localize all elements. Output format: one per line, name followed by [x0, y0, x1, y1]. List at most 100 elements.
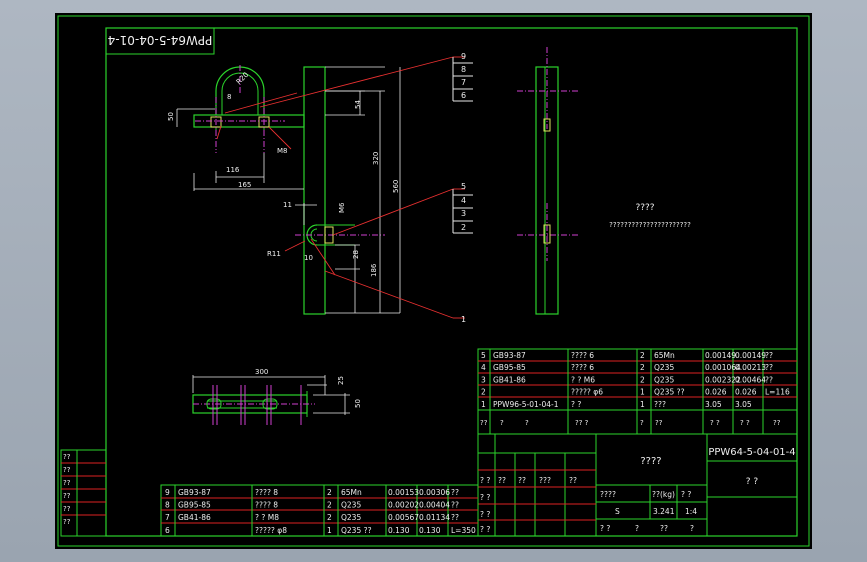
parts-cell-qty: 1 [327, 526, 332, 535]
footer-cell: ? ? [600, 524, 610, 533]
footer-cell: ? [690, 524, 694, 533]
balloon-4: 4 [461, 196, 466, 205]
parts-cell-total_wt: 0.00306 [419, 488, 450, 497]
header-cell: ? [525, 419, 529, 427]
parts-cell-qty: 2 [640, 351, 645, 360]
sign-col: ?? [498, 476, 506, 485]
parts-cell-unit_wt: 0.130 [388, 526, 410, 535]
sign-row: ? ? [480, 493, 490, 502]
parts-cell-total_wt: 0.01134 [419, 513, 450, 522]
notes-title: ???? [635, 203, 654, 213]
parts-cell-note: ?? [451, 488, 459, 497]
parts-cell-total_wt: 0.00464 [735, 375, 766, 384]
parts-cell-total_wt: 0.00149 [735, 351, 766, 360]
left-strip-cell: ?? [63, 505, 71, 513]
parts-cell-code: GB41-86 [178, 513, 211, 522]
parts-cell-material: Q235 ?? [341, 526, 372, 535]
title-block-fields: ???? ??(kg) ? ? S 3.241 1:4 ? ? ? ?? ? ?… [480, 476, 697, 534]
dim-r11: R11 [267, 250, 281, 258]
parts-cell-code: GB93-87 [178, 488, 211, 497]
notes-text: ?????????????????????? [609, 221, 691, 229]
parts-cell-no: 5 [481, 351, 486, 360]
parts-cell-total_wt: 0.00213 [735, 363, 766, 372]
parts-cell-unit_wt: 0.001064 [705, 363, 741, 372]
weight-label: ??(kg) [652, 490, 675, 499]
dim-54: 54 [354, 100, 362, 109]
drawing-number: PPW64-5-04-01-4 [708, 447, 795, 458]
left-strip-cell: ?? [63, 479, 71, 487]
footer-cell: ? [635, 524, 639, 533]
sign-col: ?? [518, 476, 526, 485]
leader-lines [216, 56, 465, 319]
outer-frame [57, 15, 810, 547]
parts-cell-material: Q235 [654, 375, 674, 384]
mirrored-number: PPW64-5-04-01-4 [108, 33, 213, 47]
balloon-numbers: 9 8 7 6 5 4 3 2 1 [461, 52, 466, 324]
dim-25: 25 [337, 376, 345, 385]
sign-col: ??? [539, 476, 551, 485]
drawing-canvas[interactable]: PPW64-5-04-01-4 ?? ?? ?? ?? ?? ?? [55, 13, 812, 549]
sign-row: ? ? [480, 510, 490, 519]
side-view [517, 47, 580, 315]
header-cell: ?? ? [575, 419, 589, 427]
balloon-9: 9 [461, 52, 466, 61]
parts-cell-no: 9 [165, 488, 170, 497]
parts-cell-qty: 2 [327, 501, 332, 510]
parts-cell-no: 3 [481, 375, 486, 384]
balloon-1: 1 [461, 315, 466, 324]
dim-m8: M8 [277, 147, 288, 155]
parts-cell-qty: 2 [640, 375, 645, 384]
mirrored-number-box [105, 27, 215, 55]
parts-cell-qty: 2 [327, 488, 332, 497]
dim-186: 186 [370, 263, 378, 277]
parts-cell-name: ???? 6 [571, 351, 594, 360]
parts-table-lower-grid [160, 484, 479, 537]
scale-value: 1:4 [685, 507, 697, 516]
parts-cell-material: Q235 ?? [654, 388, 685, 397]
parts-cell-unit_wt: 0.002322 [705, 375, 741, 384]
parts-table-upper-header: ?? ? ? ?? ? ? ?? ? ? ? ? ?? [480, 419, 781, 427]
parts-cell-unit_wt: 0.00153 [388, 488, 419, 497]
parts-cell-note: ?? [451, 501, 459, 510]
dim-165: 165 [238, 181, 251, 189]
left-strip-cell: ?? [63, 466, 71, 474]
parts-cell-name: ???? 6 [571, 363, 594, 372]
parts-cell-qty: 2 [640, 363, 645, 372]
dim-28: 28 [352, 250, 360, 259]
balloon-8: 8 [461, 65, 466, 74]
dim-11: 11 [283, 201, 292, 209]
parts-cell-code: GB95-85 [493, 363, 526, 372]
header-cell: ? ? [740, 419, 750, 427]
parts-cell-code: PPW96-5-01-04-1 [493, 400, 559, 409]
balloon-5: 5 [461, 182, 466, 191]
parts-cell-unit_wt: 0.00149 [705, 351, 736, 360]
dim-m6: M6 [338, 202, 346, 213]
parts-cell-name: ???? 8 [255, 501, 278, 510]
parts-cell-no: 2 [481, 388, 486, 397]
parts-cell-code: GB95-85 [178, 501, 211, 510]
balloon-3: 3 [461, 209, 466, 218]
inner-frame [105, 27, 798, 537]
parts-cell-unit_wt: 3.05 [705, 400, 722, 409]
parts-cell-name: ???? 8 [255, 488, 278, 497]
dim-8: 8 [227, 93, 231, 101]
parts-cell-name: ? ? M8 [255, 513, 279, 522]
front-dim-labels: 50 8 R20 54 M8 116 165 320 560 11 M6 R11… [167, 71, 400, 277]
parts-cell-material: 65Mn [654, 351, 675, 360]
parts-cell-name: ? ? [571, 400, 581, 409]
parts-cell-material: Q235 [341, 501, 361, 510]
parts-cell-total_wt: 0.130 [419, 526, 441, 535]
balloon-7: 7 [461, 78, 466, 87]
stage-value: S [615, 507, 620, 516]
parts-cell-total_wt: 0.026 [735, 388, 757, 397]
parts-cell-no: 8 [165, 501, 170, 510]
parts-cell-material: 65Mn [341, 488, 362, 497]
sign-row: ? ? [480, 476, 490, 485]
parts-cell-code: GB93-87 [493, 351, 526, 360]
parts-cell-qty: 1 [640, 388, 645, 397]
dim-320: 320 [372, 152, 380, 165]
balloon-2: 2 [461, 223, 466, 232]
left-strip-table [60, 449, 107, 537]
